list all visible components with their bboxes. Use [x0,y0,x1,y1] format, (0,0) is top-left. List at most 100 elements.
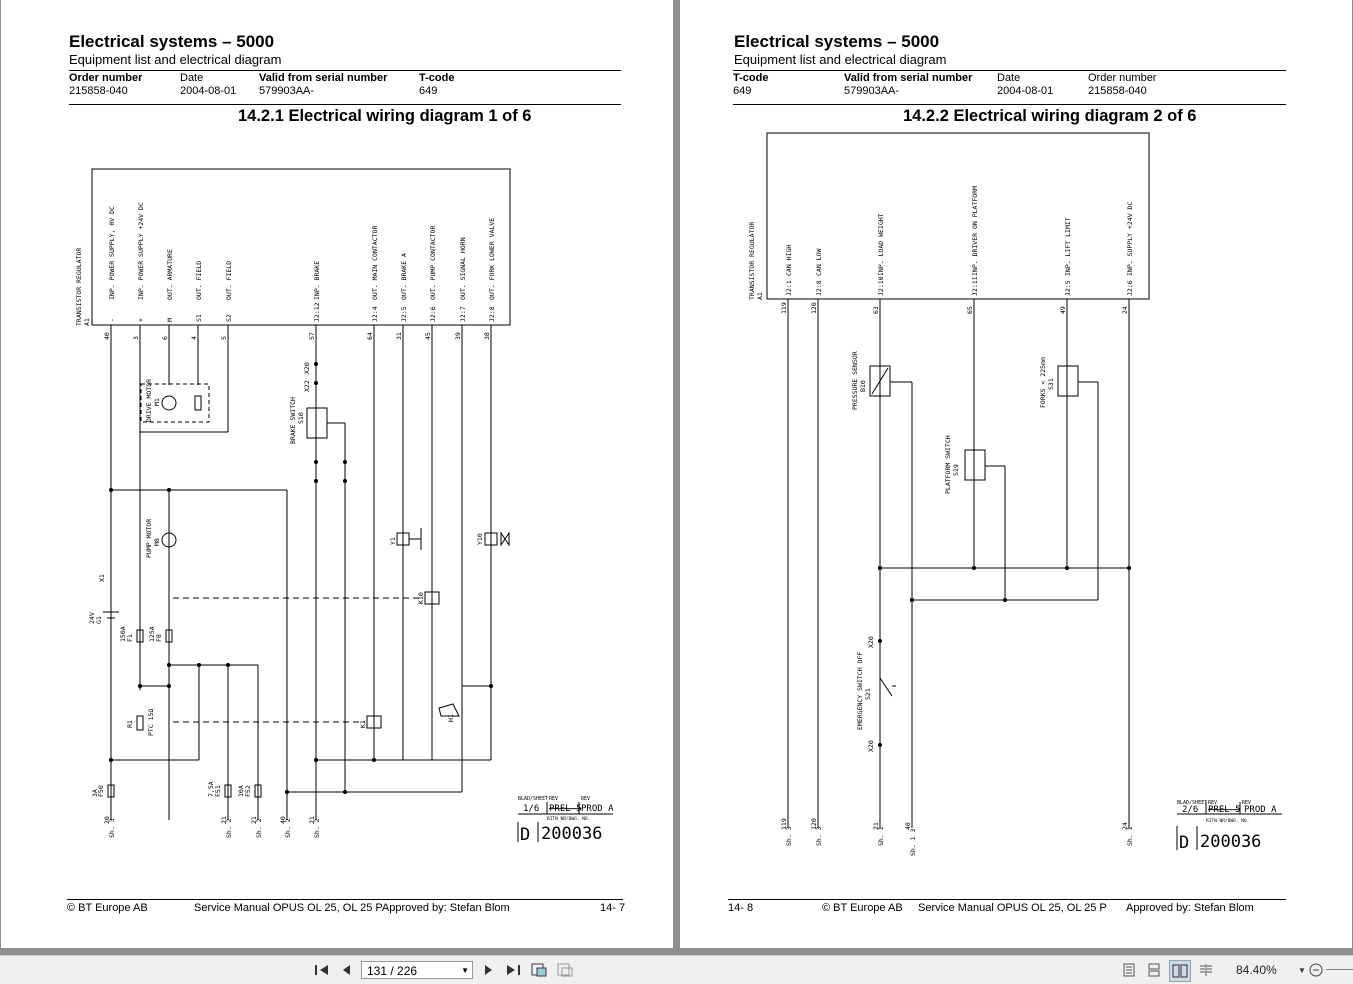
sheet-wire: 21 [872,822,880,830]
meta-value-serial: 579903AA- [259,85,315,97]
footer-page-number: 14- 7 [600,902,626,914]
component-label: EMERGENCY SWITCH OFF [856,652,864,730]
page-title: Electrical systems – 5000 [734,32,940,51]
prev-page-button[interactable] [336,960,356,980]
fuse-ref: F50 [97,785,105,797]
meta-value-order: 215858-040 [1088,85,1147,97]
zoom-level[interactable]: 84.40% [1236,963,1277,977]
drawing-no-label: RITN NR/DWG. NO. [1206,818,1249,824]
sheet-ref: Sh. 3 [785,826,793,846]
component-label: PUMP MOTOR [145,519,153,558]
component-ref: M1 [153,398,161,406]
signal-label: INP. POWER SUPPLY +24V DC [137,202,145,300]
zoom-dropdown-button[interactable]: ▼ [1292,960,1312,980]
sheet-wire: 119 [780,818,788,830]
drawing-no-label: RITN NR/DWG. NO. [547,816,590,822]
pin-label: J2:12 [313,302,321,322]
sheet-ref: Sh. 2 [225,818,233,838]
wire-number: 63 [872,306,880,314]
page-title: Electrical systems – 5000 [69,32,275,51]
signal-label: INP. DRIVER ON PLATFORM [971,186,979,276]
component-ref: S10 [297,412,305,424]
pin-label: + [137,318,145,322]
footer-rule [728,899,1286,900]
book-button[interactable] [1196,960,1216,980]
regulator-label: TRANSISTOR REGULATOR [75,248,83,326]
wire-number: 24 [1121,306,1129,314]
sheet-ref: Sh. 2 [313,818,321,838]
sheet-ref: Sh. 2 [284,818,292,838]
meta-header-serial: Valid from serial number [844,72,973,84]
component-ref: S21 [864,688,872,700]
pin-label: J2:5 [400,306,408,322]
signal-label: OUT. PUMP CONTACTOR [429,226,437,300]
regulator-box [766,132,1150,300]
signal-label: OUT. MAIN CONTACTOR [371,226,379,300]
footer-manual: Service Manual OPUS OL 25, OL 25 PApprov… [194,902,510,914]
pin-label: J2:11 [971,276,979,296]
rev-old: PREL 5 [1208,805,1241,815]
pin-label: S2 [225,314,233,322]
rev-current: PROD A [1244,805,1277,815]
header-rule [69,70,621,71]
zoom-out-button[interactable] [1306,960,1326,980]
footer-rule [67,899,623,900]
wiring-diagram-2: TRANSISTOR REGULATOR A1 CAN HIGH CAN LOW… [748,132,1282,856]
wire-number: 3 [132,336,140,340]
first-page-button[interactable] [312,960,332,980]
fuse-ref: F8 [155,634,163,642]
fit-page-button[interactable] [529,960,549,980]
signal-label: OUT. SIGNAL HORN [459,237,467,300]
component-ref: B10 [859,380,867,392]
book-icon [1200,964,1212,976]
sheet-wire: 40 [279,816,287,824]
next-page-button[interactable] [479,960,499,980]
sheet-ref: Sh. 1 [877,826,885,846]
fit-width-icon [557,963,573,977]
component-ref: R1 [126,720,134,728]
drawing-letter: D [520,825,530,845]
pin-label: J2:1 [785,280,793,296]
title-block: BLAD/SHEET REV REV 2/6 PREL 5 PROD A RIT… [1177,800,1277,853]
page-number-input[interactable]: 131 / 226 ▼ [361,961,473,979]
two-page-button[interactable] [1169,960,1191,982]
sheet-wire: 24 [1121,822,1129,830]
wire-number: 65 [966,306,974,314]
zoom-slider[interactable] [1326,969,1353,970]
wire-number: 64 [366,332,374,340]
footer-page-number: 14- 8 [728,902,754,914]
signal-label: OUT. FORK LOWER VALVE [488,218,496,300]
last-page-button[interactable] [503,960,523,980]
connector-ref: X20 [867,636,875,648]
wire-number: 120 [810,302,818,314]
regulator-label: TRANSISTOR REGULATOR [748,222,756,300]
continuous-button[interactable] [1144,960,1164,980]
connector-ref: X20 [303,362,311,374]
section-title: 14.2.2 Electrical wiring diagram 2 of 6 [903,107,1197,125]
sheet-number: 2/6 [1182,805,1198,815]
sheet-wire: 120 [810,818,818,830]
wiring-diagram-1: TRANSISTOR REGULATOR A1 INP. POWER SUPPL… [75,168,614,845]
chevron-down-icon[interactable]: ▼ [461,966,469,975]
single-page-button[interactable] [1119,960,1139,980]
component-label: PLATFORM SWITCH [944,435,952,494]
fuse-value: 10A [237,785,245,797]
meta-header-serial: Valid from serial number [259,72,388,84]
fit-width-button[interactable] [555,960,575,980]
fuse-value: 7,5A [207,781,215,797]
component-ref: M8 [153,538,161,546]
component-label: FORKS < 225mm [1039,357,1047,408]
wire-number: 40 [103,332,111,340]
pin-label: J2:5 [1064,280,1072,296]
header-rule [733,70,1286,71]
wire-number: 39 [454,332,462,340]
drawing-letter: D [1179,833,1189,853]
pin-label: J2:4 [371,306,379,322]
page-number-value: 131 / 226 [367,964,418,978]
wire-number: 45 [424,332,432,340]
signal-label: INP. SUPPLY +24V DC [1126,202,1134,276]
signal-label: INP. BRAKE [313,261,321,300]
meta-value-tcode: 649 [733,85,752,97]
sheet-ref: Sh. 1 [1126,826,1134,846]
sheet-wire: 21 [308,816,316,824]
